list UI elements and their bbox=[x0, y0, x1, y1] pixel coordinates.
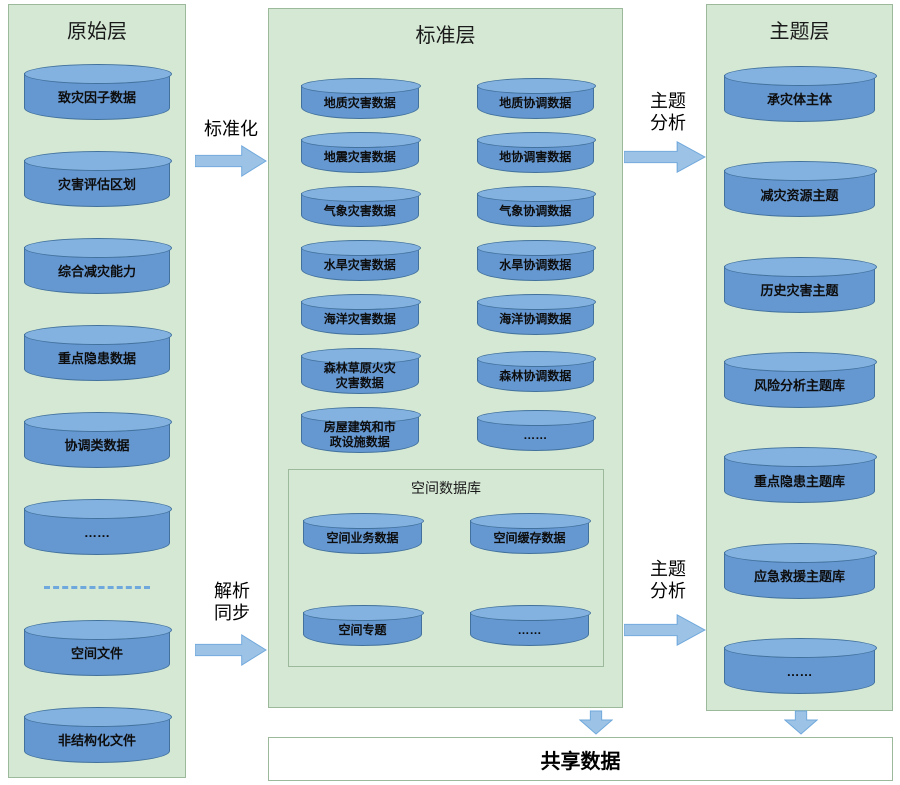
cylinder-label: 空间专题 bbox=[338, 622, 387, 637]
spatial-database-title: 空间数据库 bbox=[411, 480, 481, 496]
database-cylinder: …… bbox=[470, 604, 591, 646]
theme-layer-panel: 主题层 承灾体主体减灾资源主题历史灾害主题风险分析主题库重点隐患主题库应急救援主… bbox=[706, 4, 893, 711]
parse-sync-right-arrow-icon bbox=[195, 634, 267, 666]
database-cylinder: 历史灾害主题 bbox=[724, 256, 877, 313]
database-cylinder: 空间业务数据 bbox=[303, 512, 424, 554]
original-layer-panel: 原始层 致灾因子数据灾害评估区划综合减灾能力重点隐患数据协调类数据 …… 空间文件非… bbox=[8, 4, 186, 778]
cylinder-label: 地质协调数据 bbox=[499, 96, 572, 110]
cylinder-label: …… bbox=[84, 525, 110, 541]
cylinder-label: …… bbox=[523, 427, 548, 442]
database-cylinder: …… bbox=[24, 499, 172, 555]
database-cylinder: 森林协调数据 bbox=[476, 350, 596, 392]
cylinder-label: 房屋建筑和市 政设施数据 bbox=[323, 420, 396, 449]
database-cylinder: 气象协调数据 bbox=[476, 186, 596, 227]
spatial-database-box: 空间数据库 空间业务数据 空间缓存数据空间专题 …… bbox=[288, 469, 604, 667]
cylinder-label: 应急救援主题库 bbox=[753, 569, 845, 585]
cylinder-label: 非结构化文件 bbox=[57, 733, 136, 749]
theme-analysis-top-label: 主题 分析 bbox=[650, 91, 686, 133]
cylinder-label: 历史灾害主题 bbox=[760, 283, 839, 299]
database-cylinder: 空间文件 bbox=[24, 620, 172, 676]
database-cylinder: 协调类数据 bbox=[24, 412, 172, 468]
database-cylinder: 风险分析主题库 bbox=[724, 351, 877, 408]
cylinder-label: 森林协调数据 bbox=[499, 368, 572, 383]
parse-sync-arrow-label: 解析 同步 bbox=[214, 581, 250, 623]
shared-data-title: 共享数据 bbox=[540, 750, 621, 773]
database-cylinder: …… bbox=[476, 409, 596, 451]
cylinder-label: 致灾因子数据 bbox=[57, 90, 136, 106]
cylinder-label: …… bbox=[517, 622, 542, 637]
cylinder-label: 水旱灾害数据 bbox=[323, 258, 396, 272]
cylinder-label: 空间文件 bbox=[70, 646, 123, 662]
database-cylinder: 空间专题 bbox=[303, 604, 424, 646]
cylinder-label: 重点隐患数据 bbox=[57, 351, 136, 367]
standard-layer-grid: 地质灾害数据 地质协调数据地震灾害数据 地协调害数据气象灾害数据 气象协调数据水旱灾害… bbox=[269, 48, 622, 453]
database-cylinder: 减灾资源主题 bbox=[724, 161, 877, 218]
standard-layer-panel: 标准层 地质灾害数据 地质协调数据地震灾害数据 地协调害数据气象灾害数据 气象协调数据… bbox=[268, 8, 623, 708]
database-cylinder: 房屋建筑和市 政设施数据 bbox=[301, 407, 420, 453]
cylinder-label: 地质灾害数据 bbox=[323, 96, 396, 110]
cylinder-label: …… bbox=[786, 664, 813, 680]
cylinder-label: 风险分析主题库 bbox=[753, 378, 845, 394]
database-cylinder: 非结构化文件 bbox=[24, 707, 172, 763]
cylinder-label: 减灾资源主题 bbox=[760, 187, 839, 203]
database-cylinder: 应急救援主题库 bbox=[724, 542, 877, 599]
theme-analysis-bottom-label: 主题 分析 bbox=[650, 559, 686, 601]
cylinder-label: 综合减灾能力 bbox=[57, 264, 136, 280]
database-cylinder: 地震灾害数据 bbox=[301, 132, 420, 173]
database-cylinder: 地质灾害数据 bbox=[301, 78, 420, 119]
database-cylinder: 水旱协调数据 bbox=[476, 240, 596, 281]
database-cylinder: 气象灾害数据 bbox=[301, 186, 420, 227]
database-cylinder: …… bbox=[724, 637, 877, 694]
database-cylinder: 承灾体主体 bbox=[724, 66, 877, 122]
database-cylinder: 灾害评估区划 bbox=[24, 151, 172, 207]
standard-to-shared-down-arrow-icon bbox=[579, 710, 613, 735]
database-cylinder: 重点隐患数据 bbox=[24, 325, 172, 381]
cylinder-label: 水旱协调数据 bbox=[499, 258, 572, 272]
cylinder-label: 空间缓存数据 bbox=[493, 530, 566, 545]
cylinder-label: 森林草原火灾 灾害数据 bbox=[323, 361, 396, 390]
cylinder-label: 灾害评估区划 bbox=[57, 177, 136, 193]
theme-analysis-top-right-arrow-icon bbox=[624, 141, 706, 173]
database-cylinder: 致灾因子数据 bbox=[24, 64, 172, 120]
standard-layer-title: 标准层 bbox=[415, 25, 476, 47]
dashed-separator bbox=[44, 586, 150, 589]
cylinder-label: 海洋灾害数据 bbox=[323, 312, 396, 326]
cylinder-label: 承灾体主体 bbox=[766, 92, 832, 108]
standardize-right-arrow-icon bbox=[195, 145, 267, 177]
theme-layer-title: 主题层 bbox=[769, 21, 830, 43]
cylinder-label: 海洋协调数据 bbox=[499, 312, 572, 326]
database-cylinder: 海洋协调数据 bbox=[476, 294, 596, 335]
spatial-database-grid: 空间业务数据 空间缓存数据空间专题 …… bbox=[301, 498, 591, 656]
database-cylinder: 地协调害数据 bbox=[476, 132, 596, 173]
database-cylinder: 地质协调数据 bbox=[476, 78, 596, 119]
original-layer-title: 原始层 bbox=[67, 21, 127, 43]
shared-data-bar: 共享数据 bbox=[268, 737, 893, 781]
database-cylinder: 海洋灾害数据 bbox=[301, 294, 420, 335]
cylinder-label: 重点隐患主题库 bbox=[753, 473, 845, 489]
theme-analysis-bottom-right-arrow-icon bbox=[624, 614, 706, 646]
database-cylinder: 空间缓存数据 bbox=[470, 512, 591, 554]
standardize-arrow-label: 标准化 bbox=[204, 119, 258, 139]
original-layer-items: 致灾因子数据灾害评估区划综合减灾能力重点隐患数据协调类数据 …… 空间文件非结构化文… bbox=[9, 44, 185, 777]
database-cylinder: 森林草原火灾 灾害数据 bbox=[301, 348, 420, 394]
cylinder-label: 气象灾害数据 bbox=[323, 204, 396, 218]
database-cylinder: 水旱灾害数据 bbox=[301, 240, 420, 281]
cylinder-label: 气象协调数据 bbox=[499, 204, 572, 218]
cylinder-label: 地震灾害数据 bbox=[323, 150, 396, 164]
theme-layer-items: 承灾体主体减灾资源主题历史灾害主题风险分析主题库重点隐患主题库应急救援主题库 …… bbox=[707, 44, 892, 710]
cylinder-label: 地协调害数据 bbox=[499, 150, 572, 164]
cylinder-label: 空间业务数据 bbox=[326, 530, 399, 545]
theme-to-shared-down-arrow-icon bbox=[784, 710, 818, 735]
database-cylinder: 综合减灾能力 bbox=[24, 238, 172, 294]
cylinder-label: 协调类数据 bbox=[64, 438, 130, 454]
database-cylinder: 重点隐患主题库 bbox=[724, 447, 877, 504]
